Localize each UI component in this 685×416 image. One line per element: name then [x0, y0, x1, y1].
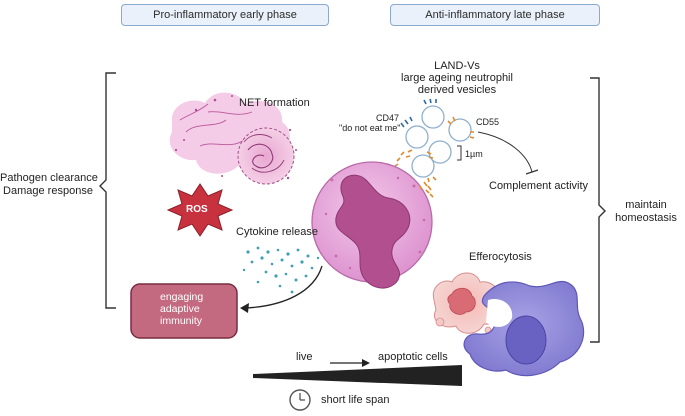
efferocytosis-label: Efferocytosis: [469, 251, 532, 263]
left-summary-line2: Damage response: [3, 185, 93, 197]
adaptive-line-2: adaptive: [160, 303, 200, 315]
inhibition-bar: [525, 169, 539, 175]
left-summary-line1: Pathogen clearance: [0, 172, 98, 184]
right-summary: maintain homeostasis: [610, 199, 682, 225]
scale-label: 1µm: [465, 149, 483, 159]
apoptotic-cell: [432, 272, 500, 334]
land-vs-title: LAND-Vs: [434, 60, 480, 72]
late-phase-header: Anti-inflammatory late phase: [390, 4, 600, 26]
early-phase-header: Pro-inflammatory early phase: [121, 4, 329, 26]
cytokine-release-label: Cytokine release: [236, 226, 318, 238]
right-summary-line2: homeostasis: [615, 212, 677, 224]
left-brace: [99, 72, 116, 309]
left-summary: Pathogen clearance Damage response: [0, 172, 98, 198]
net-formation-illustration: [169, 92, 297, 185]
cytokine-dots: [242, 246, 320, 294]
adaptive-immunity-label: engaging adaptive immunity: [160, 291, 203, 327]
neutrophil-cell: [311, 161, 433, 289]
adaptive-line-1: engaging: [160, 291, 204, 303]
clock-icon: [289, 389, 311, 411]
cd55-label: CD55: [476, 117, 500, 127]
scale-bracket: [457, 145, 462, 161]
ros-burst: [166, 183, 234, 237]
macrophage-cell: [463, 280, 585, 377]
adaptive-arrowhead: [240, 303, 249, 313]
apoptotic-cells-label: apoptotic cells: [378, 351, 448, 363]
live-label: live: [296, 351, 313, 363]
land-vesicles: [405, 105, 472, 178]
land-vs-label: LAND-Vs large ageing neutrophil derived …: [374, 60, 540, 96]
timeline-wedge: [253, 365, 462, 386]
do-not-eat-me-label: "do not eat me": [339, 123, 401, 133]
land-vs-line2: large ageing neutrophil: [401, 72, 513, 84]
right-summary-line1: maintain: [625, 199, 667, 211]
adaptive-line-3: immunity: [160, 315, 203, 327]
adaptive-arrow: [245, 265, 323, 309]
short-life-span-label: short life span: [321, 394, 390, 406]
complement-inhibition-arc: [477, 131, 533, 173]
net-formation-label: NET formation: [239, 97, 310, 109]
ros-label: ROS: [186, 204, 208, 215]
right-brace: [590, 77, 606, 343]
adaptive-immunity-box: [130, 283, 238, 339]
land-vs-line3: derived vesicles: [417, 84, 497, 96]
transition-arrowhead: [362, 359, 370, 367]
cd47-label: CD47: [376, 113, 400, 123]
vesicle-markers: [394, 98, 475, 198]
complement-activity-label: Complement activity: [489, 180, 589, 192]
